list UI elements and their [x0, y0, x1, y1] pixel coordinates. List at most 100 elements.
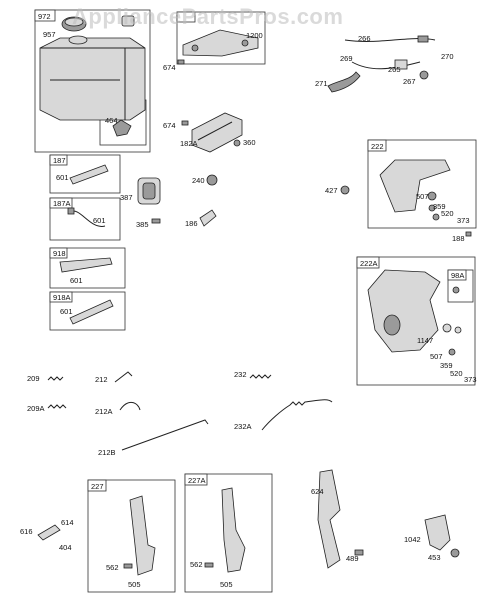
- grommet-icon-240: [206, 174, 218, 186]
- part-label: 562: [106, 563, 119, 572]
- watermark: AppliancePartsPros.com: [72, 4, 343, 29]
- screw-icon-562b: [204, 562, 214, 568]
- box-187-label: 187: [53, 156, 66, 165]
- vent-cap-icon: [121, 15, 135, 27]
- link-icon-212A: [119, 402, 141, 411]
- part-label: 359: [433, 202, 446, 211]
- nut-icon-359b: [448, 348, 456, 356]
- box-187A-frame: 187A: [49, 197, 121, 241]
- part-label: 271: [315, 79, 328, 88]
- part-label: 360: [243, 138, 256, 147]
- part-label: 359: [440, 361, 453, 370]
- fuel-line-icon-187: [69, 164, 109, 185]
- part-label: 507: [416, 192, 429, 201]
- part-label: 507: [430, 352, 443, 361]
- part-label: 489: [346, 554, 359, 563]
- fuel-filter-icon: [199, 209, 217, 227]
- part-label: 270: [441, 52, 454, 61]
- box-918A-label: 918A: [53, 293, 71, 302]
- fuel-line-icon-187A: [67, 207, 106, 227]
- nut-icon-360: [233, 139, 241, 147]
- governor-lever-icon-227A: [221, 487, 246, 573]
- part-label: 520: [441, 209, 454, 218]
- box-972-frame: 972: [34, 9, 151, 153]
- nut-icon-453: [450, 548, 460, 558]
- box-187A-label: 187A: [53, 199, 71, 208]
- part-label: 267: [403, 77, 416, 86]
- part-label: 562: [190, 560, 203, 569]
- bracket-icon-1042: [424, 514, 451, 551]
- box-222-label: 222: [371, 142, 384, 151]
- part-label: 957: [43, 30, 56, 39]
- part-label: 520: [450, 369, 463, 378]
- spring-icon-209A: [47, 404, 67, 409]
- part-label: 212: [95, 375, 108, 384]
- control-bracket-icon-222: [379, 159, 451, 221]
- screw-icon-489: [354, 549, 364, 556]
- part-label: 601: [70, 276, 83, 285]
- spring-icon-232A: [261, 399, 333, 431]
- part-label: 674: [163, 63, 176, 72]
- part-label: 387: [120, 193, 133, 202]
- nut-icon-427: [340, 185, 350, 195]
- part-label: 427: [325, 186, 338, 195]
- part-label: 601: [60, 307, 73, 316]
- brake-lever-icon-624: [317, 469, 341, 569]
- part-label: 614: [61, 518, 74, 527]
- throttle-lever-icon: [327, 71, 361, 93]
- box-227A-label: 227A: [188, 476, 206, 485]
- part-label: 385: [136, 220, 149, 229]
- box-918-label: 918: [53, 249, 66, 258]
- screw-icon-674b: [181, 120, 189, 126]
- cable-clamp-icon: [394, 59, 408, 70]
- box-972-label: 972: [38, 12, 51, 21]
- part-label: 240: [192, 176, 205, 185]
- box-187-frame: 187: [49, 154, 121, 194]
- part-label: 1042: [404, 535, 421, 544]
- box-222A-label: 222A: [360, 259, 378, 268]
- part-label: 212B: [98, 448, 116, 457]
- link-icon-212: [114, 371, 133, 383]
- washer-icon-1147: [442, 323, 462, 334]
- box-98A-label: 98A: [451, 271, 464, 280]
- box-918-frame: 918: [49, 247, 126, 289]
- fuel-line-icon-918: [59, 257, 113, 273]
- spring-icon-209: [47, 376, 64, 381]
- fuel-tank-icon: [39, 37, 146, 121]
- part-label: 209A: [27, 404, 45, 413]
- box-227-frame: 227: [87, 479, 176, 593]
- fuel-line-icon-918A: [69, 299, 114, 325]
- part-label: 232A: [234, 422, 252, 431]
- part-label: 373: [457, 216, 470, 225]
- part-label: 188: [452, 234, 465, 243]
- bracket-icon: [182, 29, 259, 57]
- clip-icon: [112, 119, 132, 137]
- part-label: 505: [220, 580, 233, 589]
- part-label: 265: [388, 65, 401, 74]
- box-222-frame: 222: [367, 139, 477, 229]
- part-label: 674: [163, 121, 176, 130]
- box-bracket-frame: [176, 11, 266, 65]
- part-label: 616: [20, 527, 33, 536]
- part-label: 601: [93, 216, 106, 225]
- part-label: 404: [59, 543, 72, 552]
- control-bracket-icon-222A: [367, 269, 460, 353]
- part-label: 1200: [246, 31, 263, 40]
- box-98A-frame: 98A: [447, 269, 474, 303]
- part-label: 624: [311, 487, 324, 496]
- part-label: 232: [234, 370, 247, 379]
- part-label: 1147: [417, 336, 433, 345]
- control-cable-icon: [344, 35, 436, 70]
- air-vane-icon: [191, 112, 243, 153]
- box-222A-frame: 222A: [356, 256, 476, 386]
- part-label: 453: [428, 553, 441, 562]
- part-label: 505: [128, 580, 141, 589]
- lever-icon-616: [37, 524, 61, 541]
- box-918A-frame: 918A: [49, 291, 126, 331]
- link-rod-icon-212B: [121, 419, 209, 451]
- part-label: 182A: [180, 139, 198, 148]
- part-label: 212A: [95, 407, 113, 416]
- part-label: 266: [358, 34, 371, 43]
- part-label: 209: [27, 374, 40, 383]
